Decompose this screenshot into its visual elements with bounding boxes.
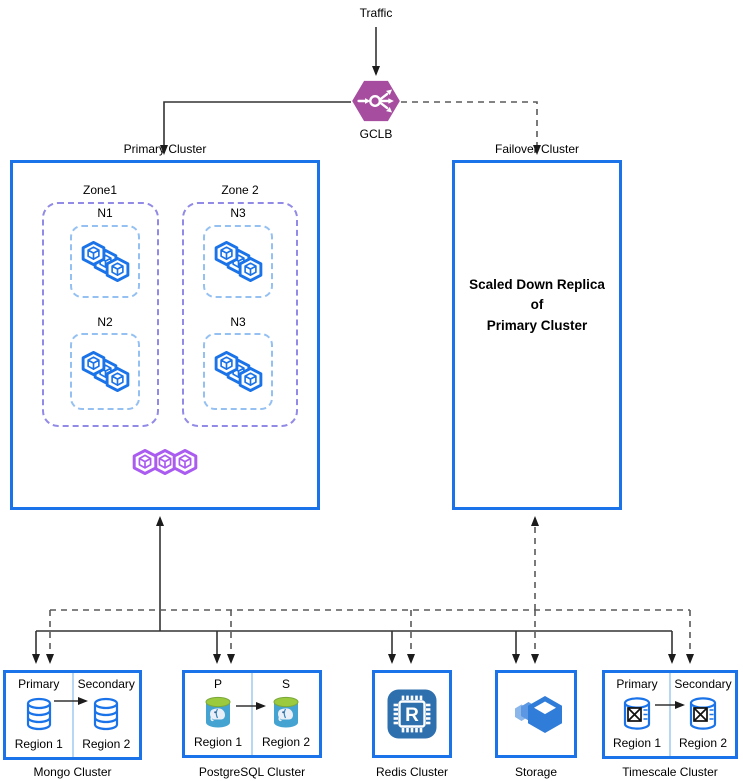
- redis-cluster-box: R: [372, 670, 452, 758]
- cloud-storage-icon: [507, 689, 565, 739]
- role-label: Secondary: [77, 677, 135, 691]
- region-divider: [251, 673, 253, 755]
- node-label: N2: [97, 315, 113, 329]
- region-label: Region 1: [612, 736, 662, 750]
- timescale-secondary-half: Secondary Region 2: [671, 673, 735, 756]
- region-divider: [71, 673, 74, 757]
- workload-pods-icon: [214, 350, 263, 392]
- failover-cluster-box: Scaled Down Replica of Primary Cluster: [452, 160, 622, 510]
- node-box: [203, 333, 273, 410]
- cluster-caption: Redis Cluster: [375, 765, 449, 779]
- postgres-cluster-box: P Region 1 S Region 2: [182, 670, 322, 758]
- role-label: Primary: [18, 677, 60, 691]
- role-label: Primary: [616, 677, 658, 691]
- region-label: Region 2: [261, 735, 311, 749]
- cluster-pods-icon: [132, 449, 198, 475]
- zone-label: Zone 2: [221, 183, 259, 197]
- timescale-db-icon: [687, 696, 719, 732]
- workload-pods-icon: [81, 350, 130, 392]
- postgres-secondary-half: S Region 2: [253, 673, 319, 755]
- redis-letter: R: [405, 705, 419, 726]
- gclb-load-balancer-icon: [352, 80, 400, 122]
- node-box: [70, 333, 140, 410]
- region-label: Region 1: [193, 735, 243, 749]
- cluster-caption: Storage: [514, 765, 558, 779]
- postgresql-icon: [202, 695, 234, 731]
- cluster-caption: Timescale Cluster: [622, 765, 718, 779]
- database-icon: [25, 697, 53, 731]
- region-label: Region 2: [678, 736, 728, 750]
- mongo-secondary-half: Secondary Region 2: [74, 673, 140, 757]
- cluster-caption: PostgreSQL Cluster: [198, 765, 306, 779]
- traffic-label: Traffic: [359, 6, 393, 20]
- mongo-cluster-box: Primary Region 1 Secondary Region 2: [3, 670, 142, 760]
- storage-box: [495, 670, 577, 758]
- timescale-primary-half: Primary Region 1: [605, 673, 669, 756]
- failover-cluster-label: Failover Cluster: [494, 142, 580, 156]
- database-icon: [92, 697, 120, 731]
- gclb-label: GCLB: [359, 127, 393, 141]
- mongo-primary-half: Primary Region 1: [6, 673, 72, 757]
- node-label: N3: [230, 315, 246, 329]
- node-label: N3: [230, 206, 246, 220]
- timescale-cluster-box: Primary Region 1 Secondary Region 2: [602, 670, 738, 759]
- workload-pods-icon: [81, 240, 130, 282]
- failover-body-text: Scaled Down Replica of Primary Cluster: [469, 277, 605, 333]
- node-box: [203, 225, 273, 298]
- primary-cluster-label: Primary Cluster: [123, 142, 207, 156]
- zone-box: [42, 202, 159, 427]
- region-divider: [669, 673, 671, 756]
- node-label: N1: [97, 206, 113, 220]
- redis-memorystore-icon: R: [387, 689, 437, 739]
- zone-label: Zone1: [82, 183, 118, 197]
- postgresql-icon: [270, 695, 302, 731]
- region-label: Region 2: [82, 737, 131, 751]
- role-label: Secondary: [674, 677, 732, 691]
- postgres-primary-half: P Region 1: [185, 673, 251, 755]
- zone-box: [182, 202, 298, 427]
- role-label: P: [213, 677, 222, 691]
- cluster-caption: Mongo Cluster: [33, 765, 112, 779]
- node-box: [70, 225, 140, 298]
- timescale-db-icon: [621, 696, 653, 732]
- role-label: S: [281, 677, 290, 691]
- region-label: Region 1: [14, 737, 63, 751]
- workload-pods-icon: [214, 240, 263, 282]
